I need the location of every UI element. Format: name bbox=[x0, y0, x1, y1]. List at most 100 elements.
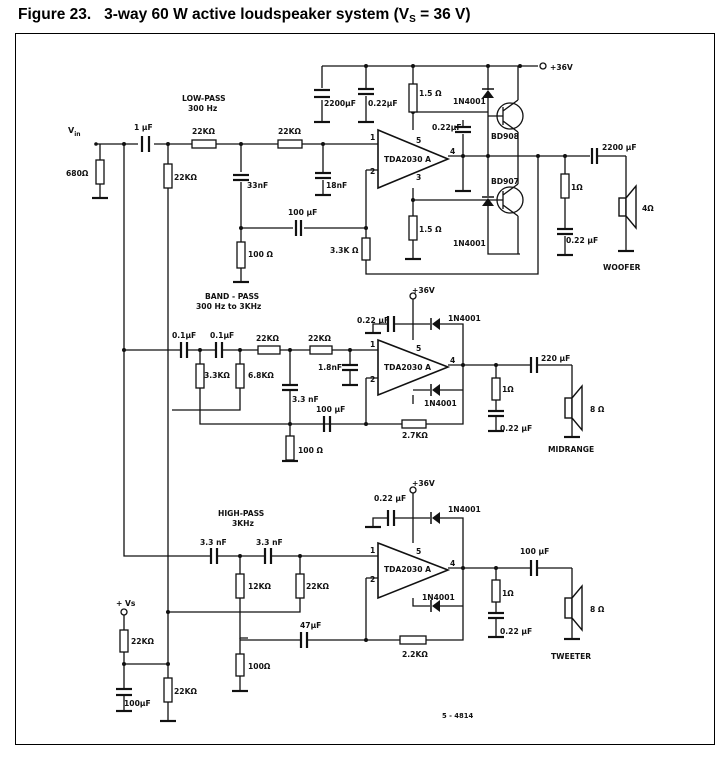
lp-pin2: 2 bbox=[370, 167, 375, 176]
hp-c3-label: 47μF bbox=[300, 621, 321, 630]
tweeter-label: TWEETER bbox=[551, 652, 591, 661]
bp-c3-label: 1.8nF bbox=[318, 363, 342, 372]
hp-r1-label: 12KΩ bbox=[248, 582, 271, 591]
lp-czob-label: 0.22 μF bbox=[566, 236, 598, 245]
hp-csup-label: 0.22 μF bbox=[374, 494, 406, 503]
lp-c6-label: 0.22μF bbox=[432, 123, 462, 132]
hp-r2-label: 22KΩ bbox=[306, 582, 329, 591]
c-input-label: 1 μF bbox=[134, 123, 153, 132]
midrange-impedance: 8 Ω bbox=[590, 405, 605, 414]
labels: Vin 680Ω 1 μF 22KΩ LOW-PASS 300 Hz 22KΩ … bbox=[66, 63, 654, 720]
hp-supply-label: +36V bbox=[412, 479, 435, 488]
lp-pin5: 5 bbox=[416, 136, 421, 145]
bp-c5-label: 100 μF bbox=[316, 405, 345, 414]
hp-ic-label: TDA2030 A bbox=[384, 565, 431, 574]
lp-q2-label: BD907 bbox=[491, 177, 519, 186]
band-pass-heading: BAND - PASS bbox=[205, 292, 259, 301]
lp-pin3: 3 bbox=[416, 173, 421, 182]
high-pass-heading: HIGH-PASS bbox=[218, 509, 264, 518]
vs-label: + Vs bbox=[116, 599, 136, 608]
lp-cout-label: 2200 μF bbox=[602, 143, 637, 152]
midrange-label: MIDRANGE bbox=[548, 445, 594, 454]
supply-36v-label: +36V bbox=[550, 63, 573, 72]
figure-title-end: = 36 V) bbox=[415, 6, 471, 23]
bias-rbot-label: 22KΩ bbox=[174, 687, 197, 696]
bp-csup-label: 0.22 μF bbox=[357, 316, 389, 325]
capacitors bbox=[116, 87, 599, 697]
low-pass-section bbox=[216, 62, 636, 284]
band-pass-section bbox=[172, 292, 582, 463]
hp-rzob-label: 1Ω bbox=[502, 589, 514, 598]
hp-cout-label: 100 μF bbox=[520, 547, 549, 556]
bp-czob-label: 0.22 μF bbox=[500, 424, 532, 433]
bp-supply-label: +36V bbox=[412, 286, 435, 295]
hp-pin5: 5 bbox=[416, 547, 421, 556]
lp-r2-label: 22KΩ bbox=[278, 127, 301, 136]
figure-title-subscript: S bbox=[409, 14, 416, 25]
woofer-label: WOOFER bbox=[603, 263, 641, 272]
bias-c-label: 100μF bbox=[124, 699, 151, 708]
input-wiring bbox=[90, 142, 205, 690]
bp-r1-label: 3.3KΩ bbox=[204, 371, 230, 380]
bp-r2-label: 6.8KΩ bbox=[248, 371, 274, 380]
bp-r3-label: 22KΩ bbox=[256, 334, 279, 343]
lp-rzob-label: 1Ω bbox=[571, 183, 583, 192]
lp-r3-label: 100 Ω bbox=[248, 250, 273, 259]
high-pass-section bbox=[166, 486, 582, 693]
hp-d1-label: 1N4001 bbox=[448, 505, 481, 514]
hp-c2-label: 3.3 nF bbox=[256, 538, 283, 547]
figure-label: Figure 23. bbox=[18, 6, 92, 23]
bp-rzob-label: 1Ω bbox=[502, 385, 514, 394]
bias-network bbox=[114, 608, 178, 723]
r-bias-label: 22KΩ bbox=[174, 173, 197, 182]
hp-pin1: 1 bbox=[370, 546, 375, 555]
high-pass-freq: 3KHz bbox=[232, 519, 255, 528]
hp-r4-label: 2.2KΩ bbox=[402, 650, 428, 659]
bp-pin5: 5 bbox=[416, 344, 421, 353]
hp-pin4: 4 bbox=[450, 559, 455, 568]
low-pass-freq: 300 Hz bbox=[188, 104, 218, 113]
hp-d2-label: 1N4001 bbox=[422, 593, 455, 602]
lp-d2-label: 1N4001 bbox=[453, 239, 486, 248]
band-pass-freq: 300 Hz to 3KHz bbox=[196, 302, 262, 311]
hp-r3-label: 100Ω bbox=[248, 662, 271, 671]
bp-c1-label: 0.1μF bbox=[172, 331, 196, 340]
lp-pin4: 4 bbox=[450, 147, 455, 156]
bp-ic-label: TDA2030 A bbox=[384, 363, 431, 372]
lp-d1-label: 1N4001 bbox=[453, 97, 486, 106]
speaker-midrange-icon bbox=[564, 384, 583, 432]
bp-c2-label: 0.1μF bbox=[210, 331, 234, 340]
lp-r6-label: 1.5 Ω bbox=[419, 225, 442, 234]
lp-q1-label: BD908 bbox=[491, 132, 519, 141]
lp-ic-label: TDA2030 A bbox=[384, 155, 431, 164]
bp-d1-label: 1N4001 bbox=[448, 314, 481, 323]
hp-czob-label: 0.22 μF bbox=[500, 627, 532, 636]
bp-pin4: 4 bbox=[450, 356, 455, 365]
lp-c3-label: 100 μF bbox=[288, 208, 317, 217]
hp-c1-label: 3.3 nF bbox=[200, 538, 227, 547]
bp-pin1: 1 bbox=[370, 340, 375, 349]
tweeter-impedance: 8 Ω bbox=[590, 605, 605, 614]
lp-c1-label: 33nF bbox=[247, 181, 268, 190]
woofer-impedance: 4Ω bbox=[642, 204, 654, 213]
figure-frame bbox=[15, 33, 715, 745]
resistors bbox=[95, 83, 570, 703]
lp-r4-label: 3.3K Ω bbox=[330, 246, 359, 255]
bp-r6-label: 2.7KΩ bbox=[402, 431, 428, 440]
bias-rtop-label: 22KΩ bbox=[131, 637, 154, 646]
bp-d2-label: 1N4001 bbox=[424, 399, 457, 408]
figure-title: Figure 23. 3-way 60 W active loudspeaker… bbox=[18, 6, 471, 25]
lp-c5-label: 0.22μF bbox=[368, 99, 398, 108]
figure-title-main: 3-way 60 W active loudspeaker system (V bbox=[104, 6, 410, 23]
lp-c4-label: 2200μF bbox=[324, 99, 356, 108]
bp-cout-label: 220 μF bbox=[541, 354, 570, 363]
r-input-label: 680Ω bbox=[66, 169, 89, 178]
speaker-woofer-icon bbox=[618, 184, 637, 230]
bp-pin2: 2 bbox=[370, 375, 375, 384]
bp-r4-label: 22KΩ bbox=[308, 334, 331, 343]
lp-c2-label: 18nF bbox=[326, 181, 347, 190]
low-pass-heading: LOW-PASS bbox=[182, 94, 226, 103]
hp-pin2: 2 bbox=[370, 575, 375, 584]
bp-c4-label: 3.3 nF bbox=[292, 395, 319, 404]
